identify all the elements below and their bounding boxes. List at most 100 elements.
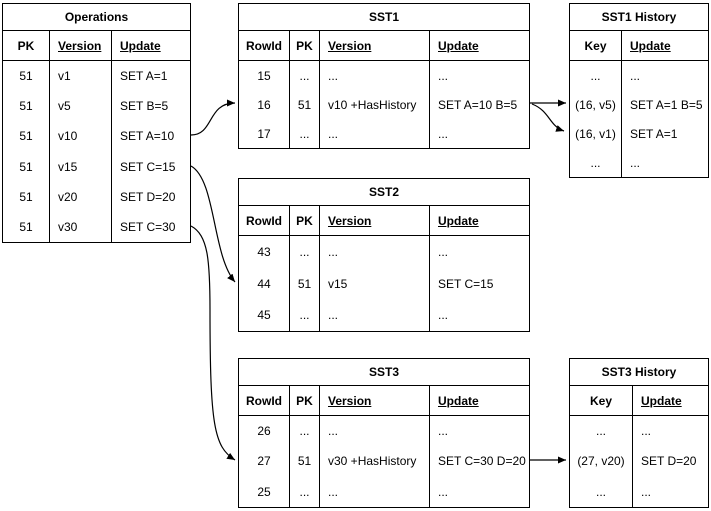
table-cell: ... [328, 68, 339, 83]
table-cell: ... [299, 244, 310, 259]
table-cell: ... [299, 68, 310, 83]
arrow-ops-v30-to-sst3-row27 [190, 225, 236, 461]
table-column: Key...(16, v5)(16, v1)... [570, 31, 622, 177]
table-cell: v20 [58, 189, 78, 204]
table-cell: 51 [19, 219, 33, 234]
table-cell: ... [438, 424, 449, 439]
table-cell: v30 [58, 219, 78, 234]
table-cell: 43 [257, 244, 271, 259]
table-cell: SET A=1 [120, 69, 168, 84]
table-cell: ... [328, 484, 339, 499]
table-cell: ... [438, 126, 449, 141]
arrow-ops-v15-to-sst2-row44 [190, 165, 236, 283]
table-title: SST1 [239, 4, 529, 31]
table-cell: ... [438, 308, 449, 323]
table-cell: 51 [19, 129, 33, 144]
table-column: Version...v30 +HasHistory... [320, 386, 430, 507]
table-cell: SET A=1 [630, 126, 678, 141]
column-header: PK [290, 386, 319, 416]
column-header: Key [570, 31, 621, 61]
table-cell: ... [595, 424, 606, 439]
table-column: Update...SET C=30 D=20... [430, 386, 529, 507]
table-cell: ... [630, 155, 641, 170]
table-cell: 25 [257, 484, 271, 499]
table-cell: SET D=20 [641, 454, 697, 469]
table-column: Update...SET C=15... [430, 206, 529, 331]
table-cell: (27, v20) [577, 454, 625, 469]
table-cell: ... [328, 424, 339, 439]
table-cell: ... [641, 484, 652, 499]
table-cell: v10 +HasHistory [328, 97, 417, 112]
table-cell: ... [299, 424, 310, 439]
column-header: PK [3, 31, 49, 61]
table-cell: SET C=15 [438, 276, 494, 291]
table-cell: v5 [58, 99, 71, 114]
table-cell: 15 [257, 68, 271, 83]
table-body: Key...(16, v5)(16, v1)...Update... SET A=… [570, 31, 708, 177]
column-header: Version [320, 386, 429, 416]
table-title: Operations [3, 4, 190, 31]
table-cell: v1 [58, 69, 71, 84]
table-cell: 45 [257, 308, 271, 323]
table-cell: ... [590, 68, 601, 83]
table-cell: ... [438, 244, 449, 259]
table-cell: SET A=10 [120, 129, 175, 144]
table-cell: 27 [257, 454, 271, 469]
table-cell: 16 [257, 97, 271, 112]
table-cell: 51 [19, 69, 33, 84]
table-body: Key...(27, v20)...Update...SET D=20... [570, 386, 708, 507]
table-cell: 51 [19, 159, 33, 174]
column-header: Update [112, 31, 190, 61]
table-cell: ... [328, 308, 339, 323]
column-header: Update [430, 31, 529, 61]
arrow-sst1-row16-to-history-16v1 [531, 103, 565, 132]
table-column: Update...SET D=20... [633, 386, 708, 507]
table-column: Version...v15... [320, 206, 430, 331]
column-header: Update [622, 31, 708, 61]
table-cell: ... [595, 484, 606, 499]
table-column: Version... v10 +HasHistory... [320, 31, 430, 148]
table-cell: ... [328, 126, 339, 141]
table-cell: ... [590, 155, 601, 170]
column-header: PK [290, 31, 319, 61]
table-cell: 51 [297, 97, 312, 112]
table-cell: 51 [19, 99, 33, 114]
table-cell: ... [438, 68, 449, 83]
table-cell: SET B=5 [120, 99, 169, 114]
table-cell: 51 [297, 454, 312, 469]
table-column: PK...51... [290, 386, 320, 507]
table-cell: SET C=30 D=20 [438, 454, 526, 469]
column-header: RowId [239, 206, 289, 236]
table-cell: SET A=10 B=5 [438, 97, 518, 112]
column-header: Version [320, 206, 429, 236]
table-cell: 26 [257, 424, 271, 439]
table-cell: (16, v1) [575, 126, 616, 141]
table-cell: SET C=30 [120, 219, 176, 234]
column-header: RowId [239, 31, 289, 61]
table-cell: ... [641, 424, 652, 439]
table-cell: SET D=20 [120, 189, 176, 204]
column-header: RowId [239, 386, 289, 416]
table-title: SST3 [239, 359, 529, 386]
table-cell: v15 [328, 276, 348, 291]
table-cell: SET C=15 [120, 159, 176, 174]
table-cell: ... [299, 126, 310, 141]
column-header: Version [320, 31, 429, 61]
table-column: Key...(27, v20)... [570, 386, 633, 507]
table-column: RowId 43 44 45 [239, 206, 290, 331]
table-cell: 44 [257, 276, 271, 291]
